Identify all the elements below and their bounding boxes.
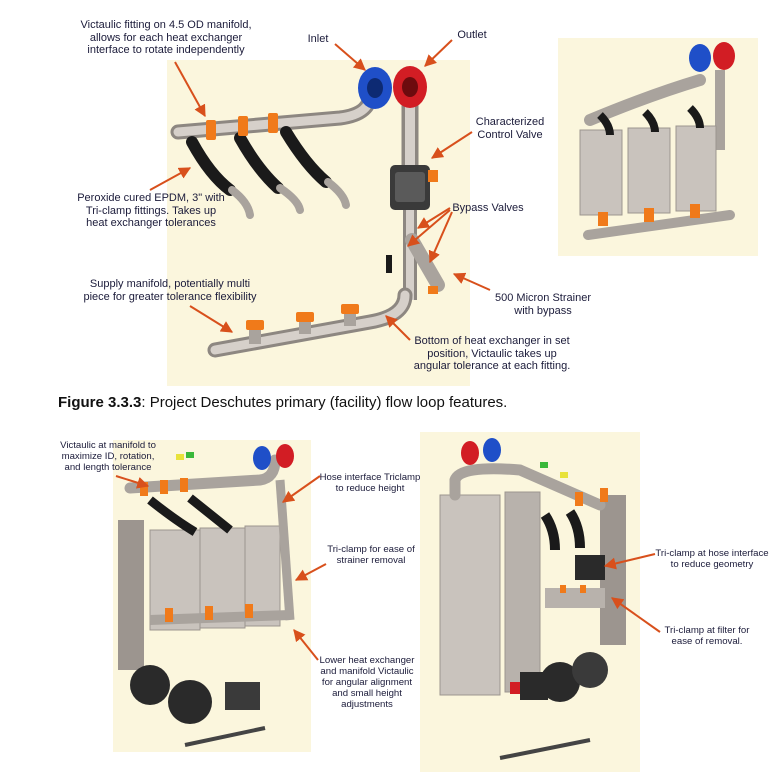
figure-title: : Project Deschutes primary (facility) f… bbox=[141, 394, 508, 411]
callout-bottom-hx: Bottom of heat exchanger in set position… bbox=[413, 335, 571, 372]
control-valve bbox=[390, 165, 438, 210]
top-diagram-art bbox=[149, 38, 758, 386]
callout-lower-hx: Lower heat exchanger and manifold Victau… bbox=[319, 655, 415, 710]
thumbnail-assembly bbox=[579, 42, 735, 240]
top-diagram: Victaulic fitting on 4.5 OD manifold, al… bbox=[77, 19, 758, 386]
hx-interface-pipes bbox=[228, 178, 350, 219]
callout-outlet: Outlet bbox=[457, 29, 487, 41]
callout-inlet: Inlet bbox=[307, 33, 329, 45]
callout-victaulic-manifold: Victaulic fitting on 4.5 OD manifold, al… bbox=[80, 19, 252, 56]
victaulic-clamps-upper bbox=[206, 113, 278, 140]
right-assembly bbox=[439, 438, 626, 760]
callout-supply-manifold: Supply manifold, potentially multi piece… bbox=[83, 278, 257, 303]
supply-manifold bbox=[207, 287, 413, 358]
strainer-assembly bbox=[386, 210, 445, 300]
inlet-flange bbox=[358, 67, 392, 109]
outlet-pipe bbox=[393, 66, 427, 165]
epdm-hoses bbox=[186, 126, 332, 196]
callout-arrows-bottom bbox=[115, 475, 661, 661]
left-assembly bbox=[118, 444, 295, 747]
callout-triclamp-hose: Tri-clamp at hose interface to reduce ge… bbox=[655, 548, 769, 570]
callout-strainer: 500 Micron Strainer with bypass bbox=[495, 292, 591, 317]
callout-triclamp-filter: Tri-clamp at filter for ease of removal. bbox=[664, 625, 750, 647]
callout-hose-interface: Hose interface Triclamp to reduce height bbox=[319, 472, 421, 494]
callout-epdm-hose: Peroxide cured EPDM, 3" with Tri-clamp f… bbox=[77, 192, 225, 229]
figure-caption: Figure 3.3.3: Project Deschutes primary … bbox=[58, 394, 507, 411]
callout-control-valve: Characterized Control Valve bbox=[475, 116, 545, 141]
callout-bypass-valves: Bypass Valves bbox=[452, 202, 524, 214]
bottom-left-diagram: Victaulic at manifold to maximize ID, ro… bbox=[0, 420, 781, 775]
figure-label: Figure 3.3.3 bbox=[58, 394, 142, 411]
callout-victaulic-manifold-lower: Victaulic at manifold to maximize ID, ro… bbox=[60, 440, 156, 473]
callout-arrows bbox=[149, 39, 491, 341]
callout-triclamp-strainer: Tri-clamp for ease of strainer removal bbox=[327, 544, 415, 566]
bottom-diagrams-art bbox=[113, 432, 661, 772]
